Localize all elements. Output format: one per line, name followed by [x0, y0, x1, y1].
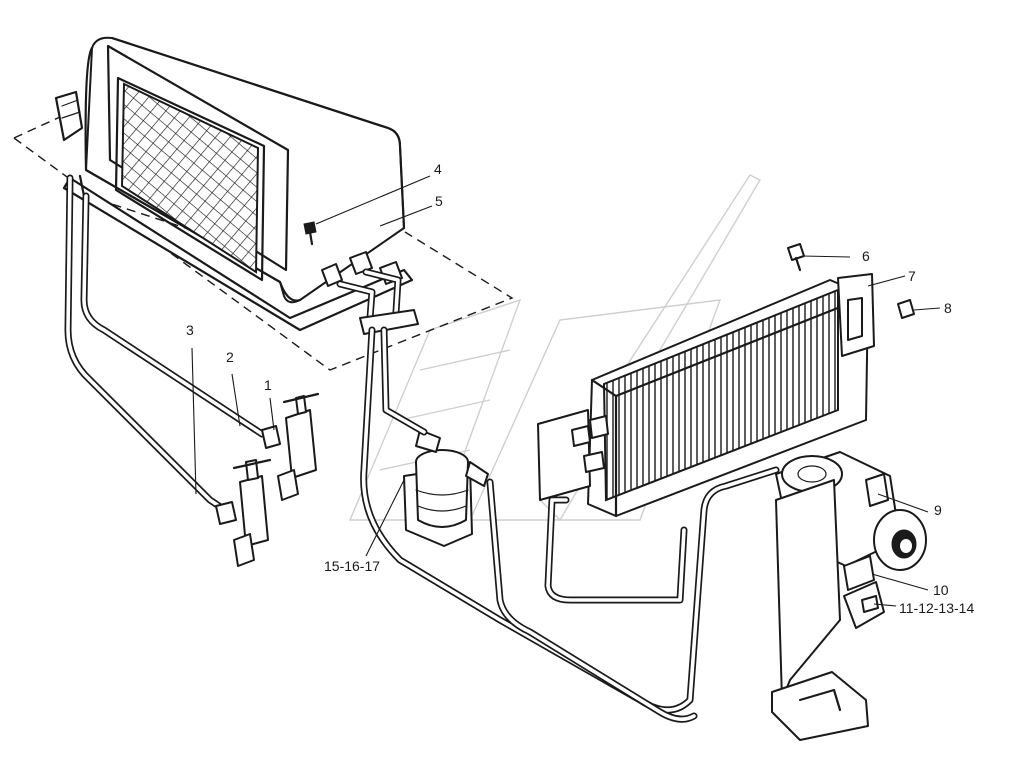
expansion-valves	[215, 392, 320, 567]
callout-15-16-17: 15-16-17	[324, 558, 381, 574]
callout-8: 8	[944, 300, 952, 316]
housing-pipe-fittings	[321, 251, 419, 335]
callout-2: 2	[226, 349, 234, 365]
leader-lines	[191, 175, 941, 607]
drier-lines	[360, 326, 780, 723]
compressor-bracket	[771, 479, 885, 741]
callout-6: 6	[862, 248, 870, 264]
left-refrigerant-lines	[64, 174, 266, 516]
callout-9: 9	[934, 502, 942, 518]
receiver-drier	[403, 429, 489, 547]
evaporator-housing	[54, 36, 414, 332]
callout-3: 3	[186, 322, 194, 338]
callout-11-12-13-14: 11-12-13-14	[899, 600, 975, 616]
callout-4: 4	[434, 161, 442, 177]
condenser	[537, 273, 875, 518]
housing-screw	[303, 221, 317, 246]
callout-5: 5	[435, 193, 443, 209]
callout-7: 7	[908, 268, 916, 284]
callout-1: 1	[264, 377, 272, 393]
callout-10: 10	[933, 582, 949, 598]
